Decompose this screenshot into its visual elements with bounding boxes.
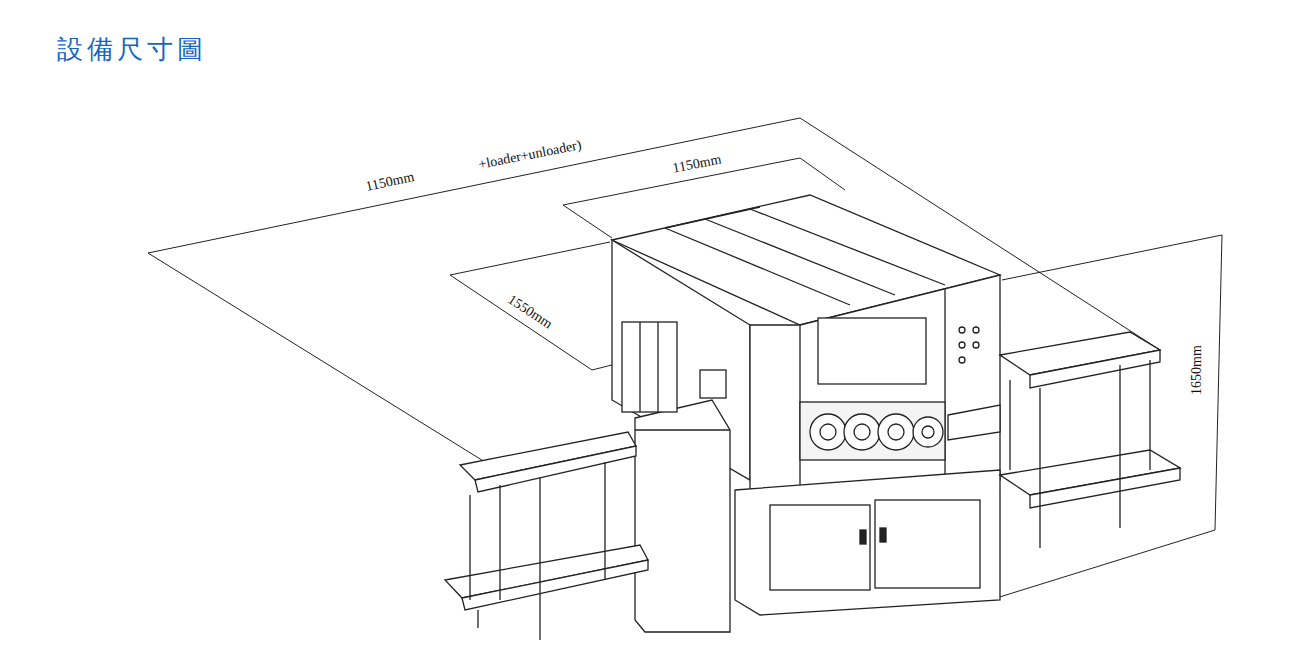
conveyors xyxy=(445,332,1180,640)
dimension-label: 1150mm xyxy=(669,151,724,177)
dimension-label: 1150mm xyxy=(362,169,417,196)
dimension-label: 1550mm xyxy=(503,291,557,334)
machine-body xyxy=(612,195,1000,632)
dimension-label: +loader+unloader) xyxy=(475,137,584,173)
dimension-label: 1650mm xyxy=(1189,343,1205,397)
drawing-title: 設備尺寸圖 xyxy=(57,32,207,67)
